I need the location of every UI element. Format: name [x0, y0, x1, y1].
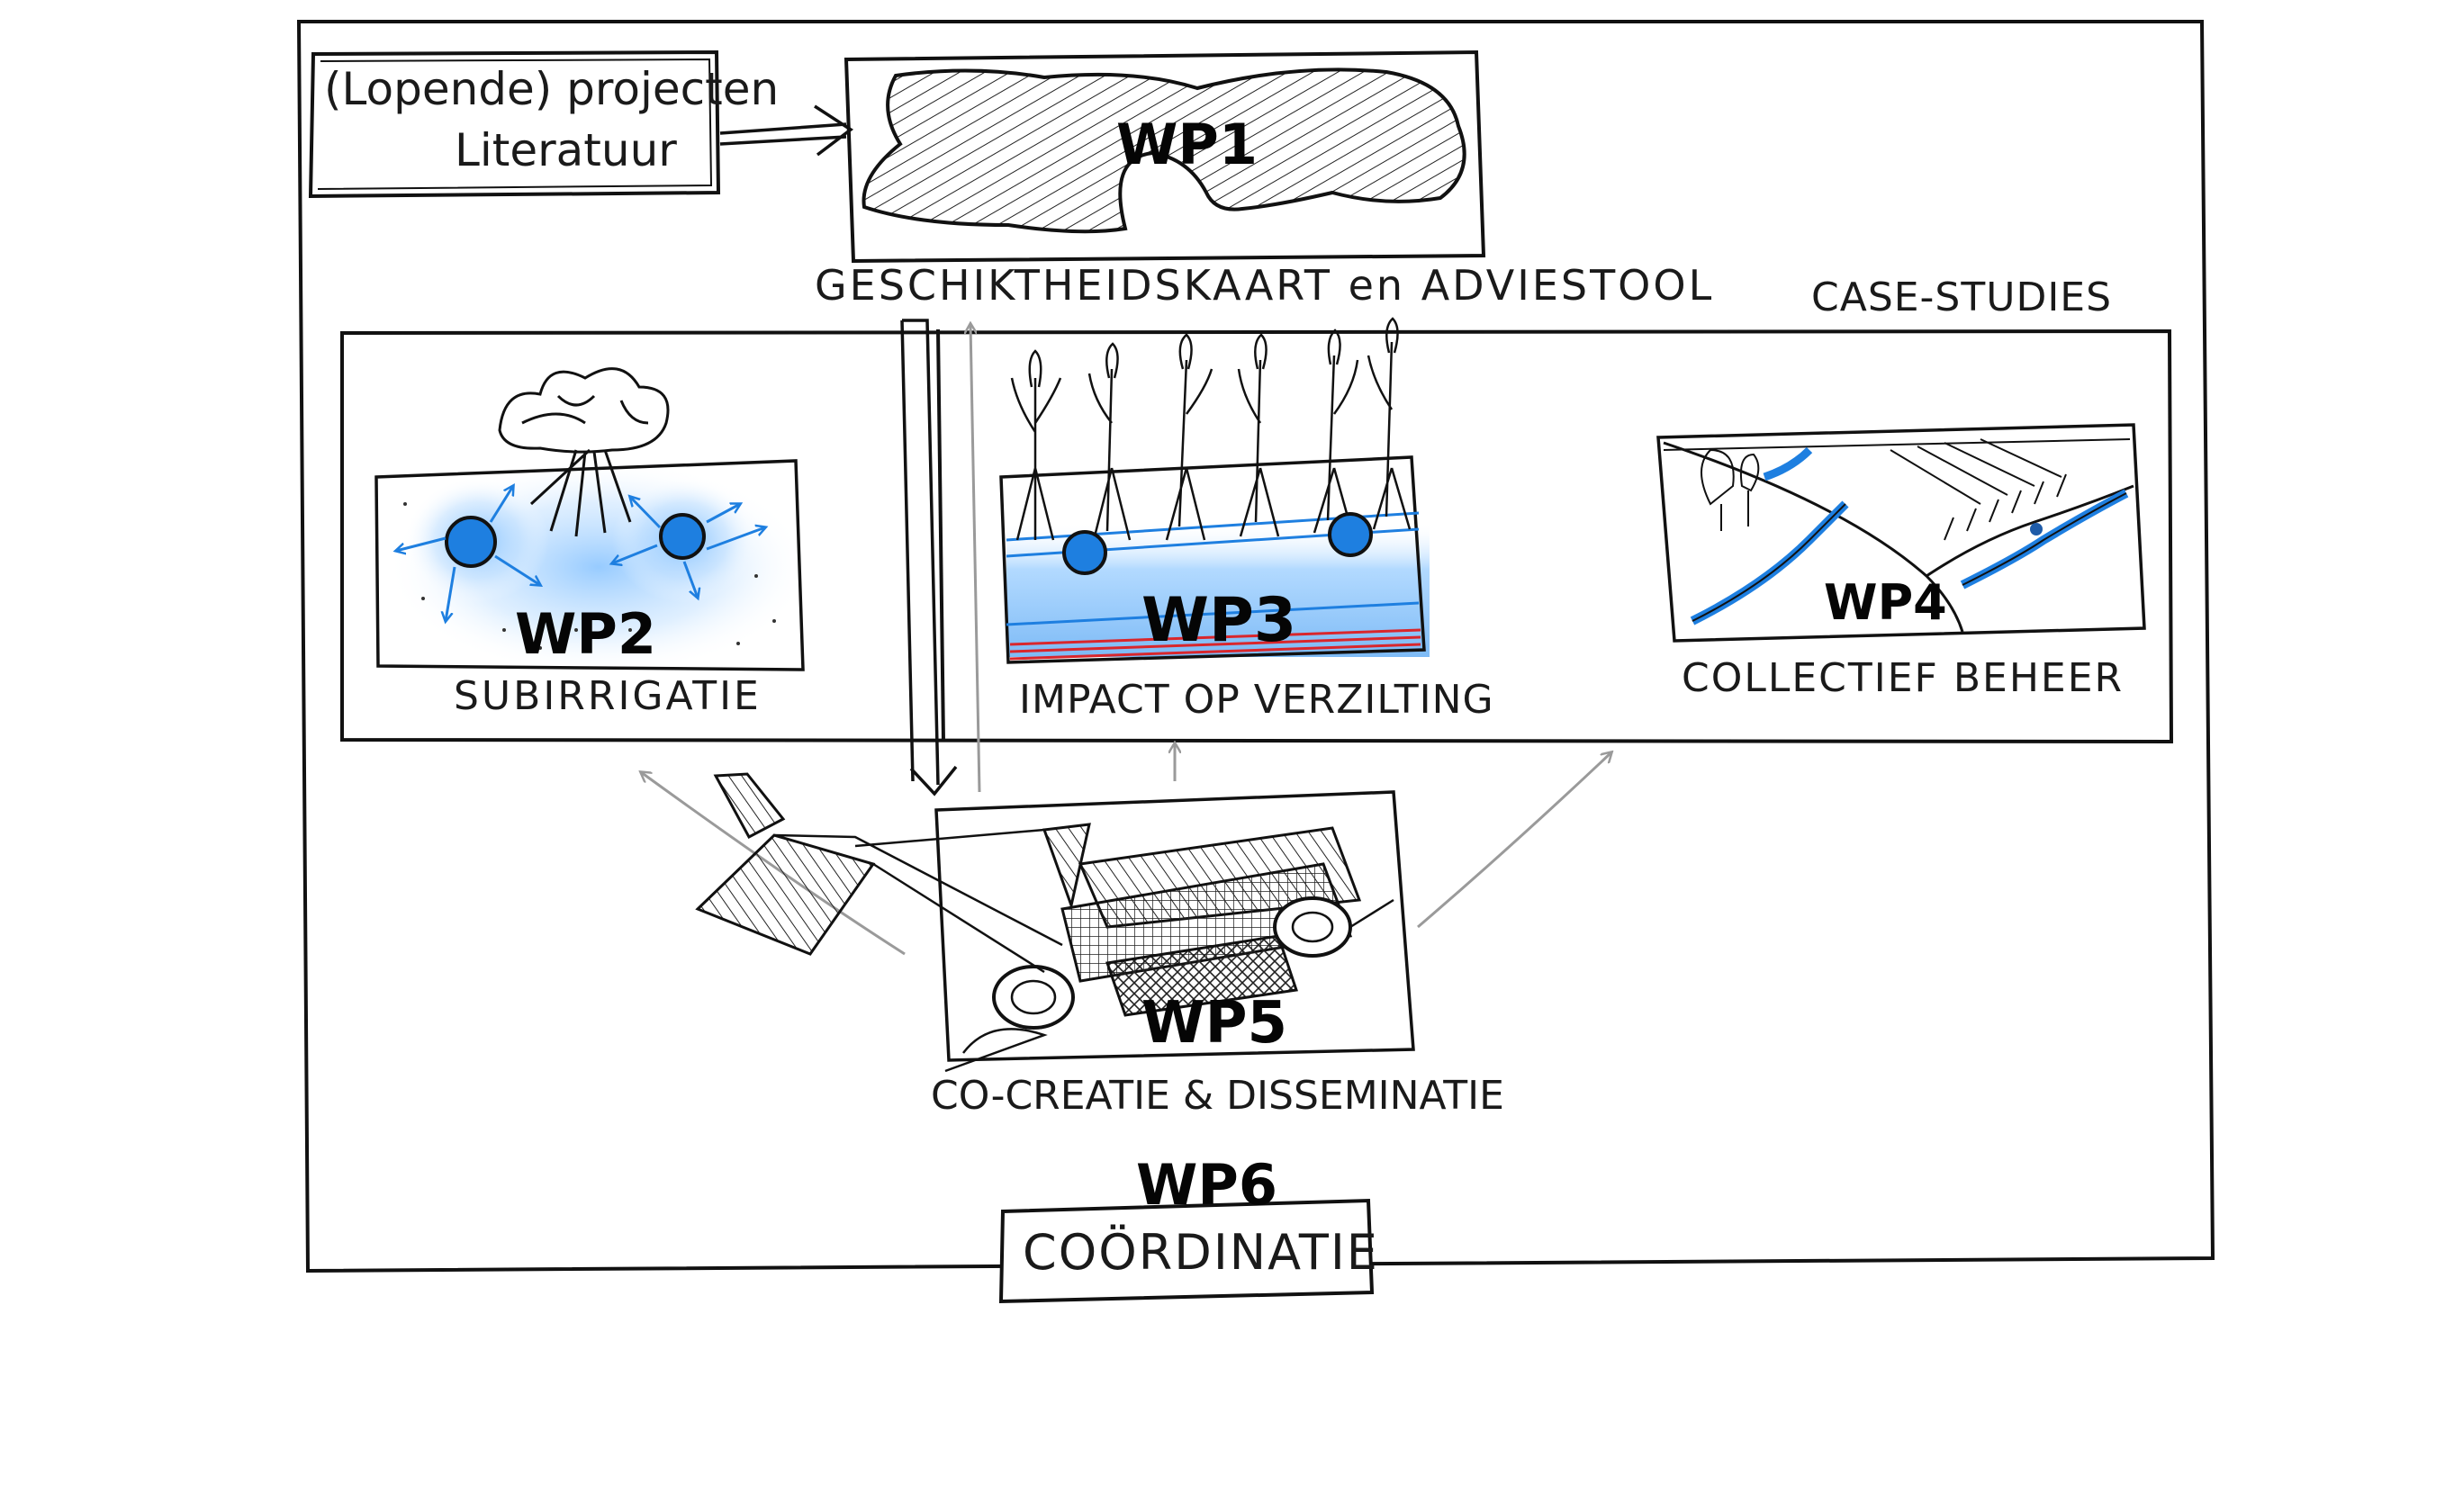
wp5-label: WP5: [1141, 990, 1288, 1057]
wp2-label: WP2: [515, 601, 656, 667]
wp1-caption: GESCHIKTHEIDSKAART en ADVIESTOOL: [815, 261, 1715, 310]
wp2-illustration: [374, 367, 810, 675]
inputs-box: [308, 50, 721, 199]
wp1-box: [844, 50, 1486, 264]
input-projects-label: (Lopende) projecten: [324, 63, 780, 115]
wp5-caption: CO-CREATIE & DISSEMINATIE: [931, 1073, 1504, 1119]
outer-frame: [296, 20, 2215, 1274]
wp4-caption: COLLECTIEF BEHEER: [1682, 655, 2125, 701]
coordination-box: [998, 1198, 1375, 1304]
case-studies-frame: [340, 328, 2174, 744]
wp4-illustration: [1656, 423, 2146, 643]
wp3-illustration: [999, 317, 1430, 664]
wp4-label: WP4: [1824, 574, 1947, 631]
wp3-caption: IMPACT OP VERZILTING: [1019, 677, 1494, 723]
wp3-label: WP3: [1141, 585, 1297, 656]
coordination-label: COÖRDINATIE: [1023, 1224, 1379, 1281]
inputs-box-inner: [317, 58, 713, 190]
wp1-wp5-arrows: [900, 319, 981, 796]
wp1-label: WP1: [1116, 112, 1258, 177]
input-literature-label: Literatuur: [455, 124, 677, 176]
wp2-caption: SUBIRRIGATIE: [454, 673, 762, 719]
case-studies-label: CASE-STUDIES: [1811, 274, 2113, 320]
inputs-to-wp1-arrow: [719, 104, 854, 157]
wp6-label: WP6: [1136, 1152, 1277, 1218]
wp5-illustration: [695, 772, 1415, 1073]
case-studies-divider: [936, 328, 945, 742]
wp1-map-blob: [862, 68, 1466, 234]
